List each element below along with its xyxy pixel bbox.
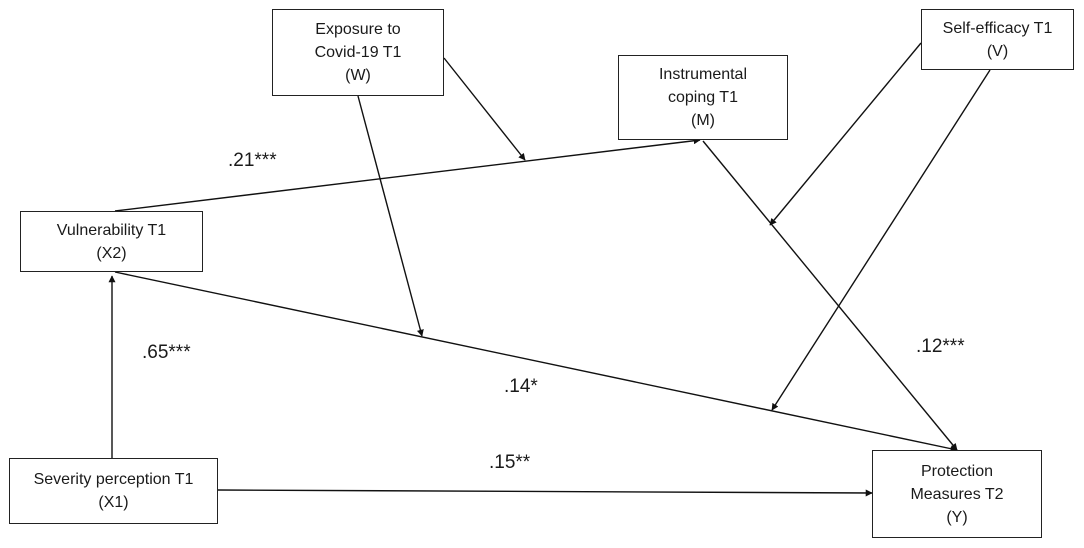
node-vulnerability: Vulnerability T1 (X2): [20, 211, 203, 272]
node-protection-line2: Measures T2: [910, 485, 1004, 503]
arrow-severity-to-protection: [217, 489, 873, 497]
node-instrumental-coping: Instrumental coping T1 (M): [618, 55, 788, 140]
node-protection-measures: Protection Measures T2 (Y): [872, 450, 1042, 538]
node-protection-line3: (Y): [946, 508, 968, 526]
arrow-self-efficacy-moderates-coping-path: [769, 42, 922, 226]
node-vulnerability-line2: (X2): [96, 244, 127, 262]
node-protection-line1: Protection: [920, 462, 994, 480]
node-self-efficacy-line1: Self-efficacy T1: [942, 19, 1053, 37]
node-exposure: Exposure to Covid-19 T1 (W): [272, 9, 444, 96]
node-coping-line1: Instrumental: [658, 66, 748, 83]
arrow-exposure-moderates-coping-path: [443, 57, 526, 161]
coef-severity-to-vulnerability: .65***: [142, 342, 191, 363]
node-self-efficacy-line2: (V): [986, 42, 1009, 60]
node-self-efficacy: Self-efficacy T1 (V): [921, 9, 1074, 70]
node-coping-line3: (M): [691, 112, 715, 129]
node-severity-perception: Severity perception T1 (X1): [9, 458, 218, 524]
coef-coping-to-protection: .12***: [916, 336, 965, 357]
node-severity-line1: Severity perception T1: [33, 471, 194, 488]
node-exposure-line2: Covid-19 T1: [314, 44, 402, 61]
node-coping-line2: coping T1: [668, 89, 738, 106]
coef-vulnerability-to-protection: .14*: [504, 376, 538, 397]
arrow-vulnerability-to-coping: [114, 137, 701, 212]
node-vulnerability-line1: Vulnerability T1: [56, 221, 167, 239]
node-exposure-line3: (W): [345, 67, 371, 84]
coef-vulnerability-to-coping: .21***: [228, 150, 277, 171]
arrow-coping-to-protection: [702, 140, 958, 451]
arrow-vulnerability-to-protection: [114, 271, 958, 453]
node-severity-line2: (X1): [98, 494, 129, 511]
coef-severity-to-protection: .15**: [489, 452, 531, 473]
arrow-exposure-moderates-protection-path: [357, 95, 424, 337]
arrow-self-efficacy-moderates-protection-path: [771, 69, 991, 411]
node-exposure-line1: Exposure to: [315, 21, 401, 38]
